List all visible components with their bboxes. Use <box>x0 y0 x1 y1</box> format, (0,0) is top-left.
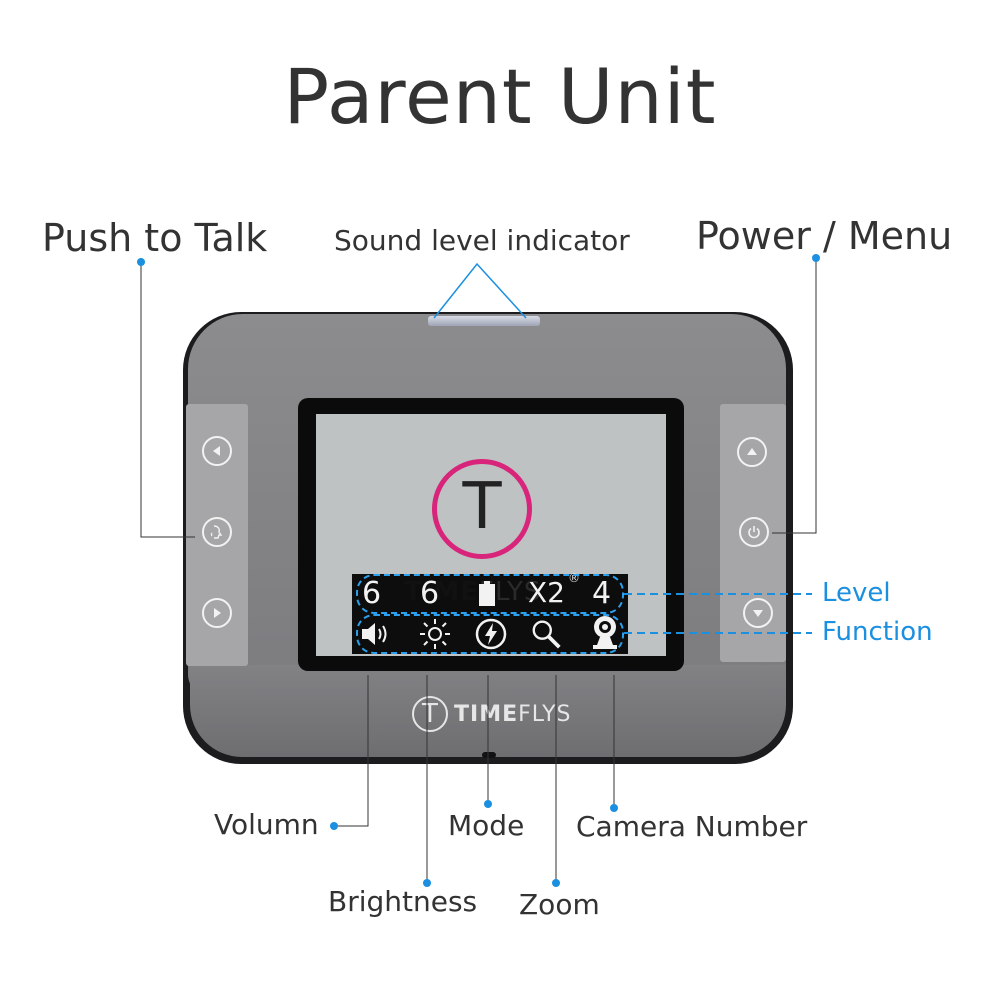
device-logo: T TIMEFLYS <box>412 696 572 732</box>
up-arrow-button[interactable] <box>737 437 767 467</box>
label-sound-level: Sound level indicator <box>334 224 630 257</box>
device-logo-bold: TIME <box>454 701 519 727</box>
talk-icon <box>210 525 223 539</box>
label-mode: Mode <box>448 809 525 842</box>
dot-power-menu <box>812 254 820 262</box>
dot-mode <box>484 800 492 808</box>
right-arrow-icon <box>214 608 221 618</box>
label-push-to-talk: Push to Talk <box>42 216 268 260</box>
function-highlight <box>356 614 624 654</box>
label-power-menu: Power / Menu <box>696 214 953 258</box>
left-arrow-icon <box>213 446 220 456</box>
line-volumn <box>334 675 369 827</box>
down-arrow-icon <box>753 610 763 617</box>
screen-logo: T <box>432 459 532 559</box>
mode-icon <box>474 617 508 651</box>
zoom-icon <box>530 617 564 651</box>
up-arrow-icon <box>747 448 757 455</box>
label-volumn: Volumn <box>214 808 319 841</box>
device-logo-light: FLYS <box>518 701 572 727</box>
brand-time: TIME <box>404 577 480 607</box>
label-level: Level <box>822 578 891 608</box>
push-to-talk-button[interactable] <box>202 517 232 547</box>
line-push-to-talk <box>140 262 195 538</box>
logo-letter: T <box>462 470 502 544</box>
label-zoom: Zoom <box>519 888 600 921</box>
line-power-menu <box>772 258 817 534</box>
dot-brightness <box>423 879 431 887</box>
label-camera-number: Camera Number <box>576 810 808 843</box>
dot-volumn <box>330 822 338 830</box>
page-title: Parent Unit <box>283 52 717 141</box>
level-brightness: 6 <box>420 576 440 611</box>
level-zoom: X2 <box>528 576 565 609</box>
label-function: Function <box>822 617 933 647</box>
microphone-hole <box>482 752 496 758</box>
dot-zoom <box>552 879 560 887</box>
power-icon <box>748 526 760 539</box>
battery-icon <box>479 581 495 607</box>
dot-camera-number <box>610 804 618 812</box>
power-menu-button[interactable] <box>739 517 769 547</box>
brightness-icon <box>418 617 452 651</box>
dot-push-to-talk <box>137 258 145 266</box>
left-arrow-button[interactable] <box>202 436 232 466</box>
down-arrow-button[interactable] <box>743 598 773 628</box>
line-sound-level <box>433 262 527 319</box>
sound-level-indicator <box>428 316 540 326</box>
label-brightness: Brightness <box>328 885 478 918</box>
level-highlight <box>356 574 624 614</box>
device-logo-ring: T <box>412 696 448 732</box>
device-logo-letter: T <box>422 699 438 729</box>
right-arrow-button[interactable] <box>202 598 232 628</box>
device-logo-text: TIMEFLYS <box>454 702 572 727</box>
